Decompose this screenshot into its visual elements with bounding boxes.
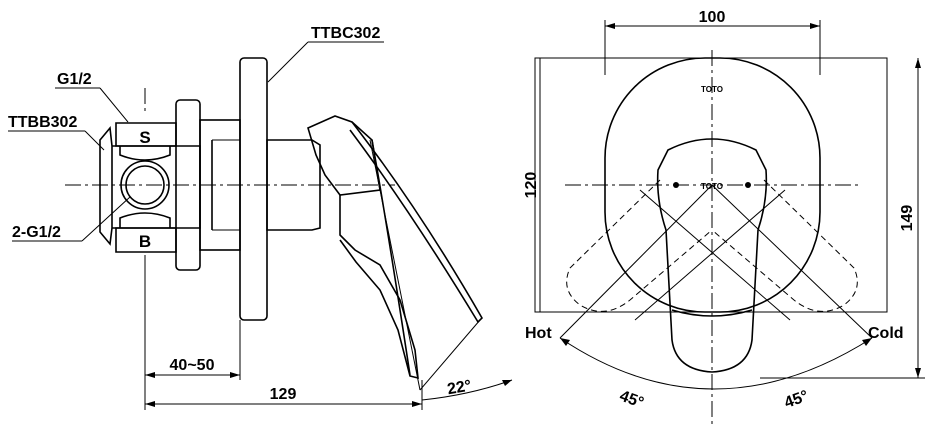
label-hot: Hot bbox=[525, 325, 552, 342]
leader-ttbc302 bbox=[267, 41, 309, 83]
wall-plate bbox=[239, 57, 268, 321]
dim-total-height: 149 bbox=[760, 58, 925, 379]
valve-body bbox=[99, 99, 241, 271]
front-view: TOTO TOTO 45° 45° Hot Cold 100 120 bbox=[523, 9, 925, 425]
dim-wall-depth: 40~50 bbox=[144, 255, 241, 410]
wall-plate-front bbox=[604, 57, 821, 313]
label-cold: Cold bbox=[868, 325, 904, 342]
lever-dot-right bbox=[745, 182, 751, 188]
side-view: S B TTBC302 G1/2 TTBB302 2-G1/2 40~50 bbox=[8, 25, 513, 410]
arc-arrow-right bbox=[862, 338, 872, 346]
hot-radius bbox=[559, 184, 713, 339]
label-2g12: 2-G1/2 bbox=[12, 224, 61, 241]
logo-plate: TOTO bbox=[701, 85, 723, 94]
sweep-line-2 bbox=[634, 189, 786, 321]
angle-22: 22° bbox=[446, 377, 473, 398]
cold-radius bbox=[711, 184, 873, 339]
dim-40-50: 40~50 bbox=[170, 357, 215, 374]
dim-149: 149 bbox=[899, 205, 916, 232]
label-g12: G1/2 bbox=[57, 71, 92, 88]
lever-hot-position bbox=[566, 179, 713, 312]
port-mark-b: B bbox=[139, 232, 151, 251]
angle-45-cold: 45° bbox=[782, 388, 811, 412]
dim-plate-height: 120 bbox=[523, 58, 541, 312]
angle-45-hot: 45° bbox=[617, 388, 646, 412]
port-mark-s: S bbox=[139, 128, 150, 147]
lever-cold-position bbox=[711, 179, 858, 312]
rotation-arc bbox=[559, 337, 873, 390]
logo-lever: TOTO bbox=[701, 182, 723, 191]
dim-lever-angle: 22° bbox=[421, 377, 513, 401]
label-ttbb302: TTBB302 bbox=[8, 114, 77, 131]
arc-arrow-left bbox=[560, 338, 570, 346]
dim-total-depth: 129 bbox=[145, 380, 423, 410]
label-ttbc302: TTBC302 bbox=[311, 25, 380, 42]
leader-ttbb302 bbox=[84, 130, 105, 151]
dim-plate-width: 100 bbox=[604, 9, 821, 75]
leader-2g12 bbox=[81, 196, 131, 242]
lever-center bbox=[656, 138, 768, 373]
sweep-line-1 bbox=[639, 189, 791, 321]
lever-dot-left bbox=[673, 182, 679, 188]
lever-center-edge bbox=[671, 309, 753, 317]
dim-129: 129 bbox=[270, 386, 297, 403]
handle-side bbox=[266, 115, 483, 391]
dim-120: 120 bbox=[523, 172, 540, 199]
dim-100: 100 bbox=[699, 9, 726, 26]
leader-g12 bbox=[99, 87, 129, 123]
